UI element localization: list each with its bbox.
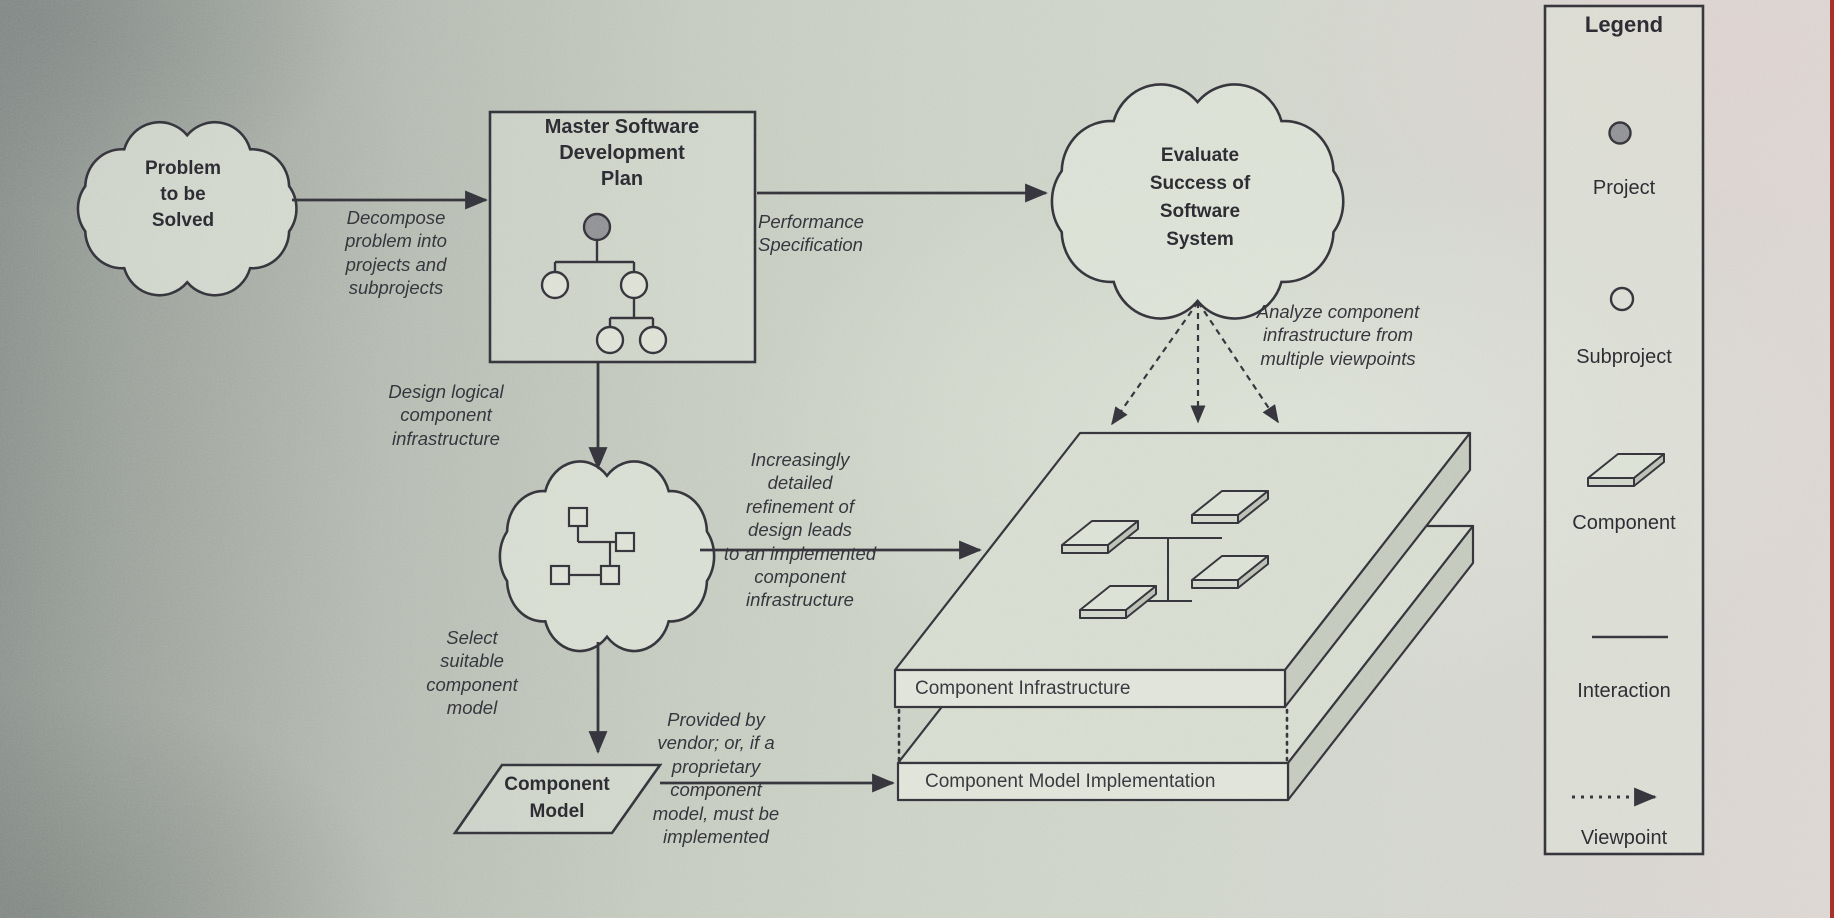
- project-node-icon: [582, 212, 612, 242]
- subproject-node-icon: [540, 270, 570, 300]
- component-model-implementation-label: Component Model Implementation: [925, 771, 1216, 792]
- evaluate-cloud-label: Evaluate Success of Software System: [1149, 145, 1251, 250]
- performance-spec-edge-label: Performance Specification: [758, 211, 864, 256]
- subproject-node-icon: [595, 325, 625, 355]
- legend-title: Legend: [1584, 12, 1664, 37]
- photo-edge-strip: [1830, 0, 1834, 918]
- decompose-edge-label: Decompose problem into projects and subp…: [345, 207, 447, 299]
- viewpoint-arrow-left: [1111, 301, 1199, 426]
- legend-item-interaction: Interaction: [1577, 680, 1671, 702]
- subproject-node-icon: [619, 270, 649, 300]
- component-design-cloud: [498, 460, 716, 653]
- component-model-label: Component Model: [504, 774, 610, 822]
- legend-item-component: Component: [1572, 512, 1676, 534]
- analyze-viewpoints-label: Analyze component infrastructure from mu…: [1256, 301, 1420, 369]
- component-infrastructure-label: Component Infrastructure: [915, 678, 1131, 699]
- provided-by-edge-label: Provided by vendor; or, if a proprietary…: [652, 709, 780, 848]
- master-plan-title: Master Software Development Plan: [544, 116, 700, 190]
- design-logical-edge-label: Design logical component infrastructure: [388, 381, 504, 449]
- legend-item-project: Project: [1592, 177, 1656, 199]
- problem-cloud-label: Problem to be Solved: [144, 158, 222, 231]
- refinement-edge-label: Increasingly detailed refinement of desi…: [723, 449, 877, 611]
- legend-item-viewpoint: Viewpoint: [1580, 827, 1668, 849]
- legend-project-icon: [1608, 121, 1632, 145]
- legend-item-subproject: Subproject: [1576, 346, 1672, 368]
- select-model-edge-label: Select suitable component model: [426, 627, 518, 719]
- subproject-node-icon: [638, 325, 668, 355]
